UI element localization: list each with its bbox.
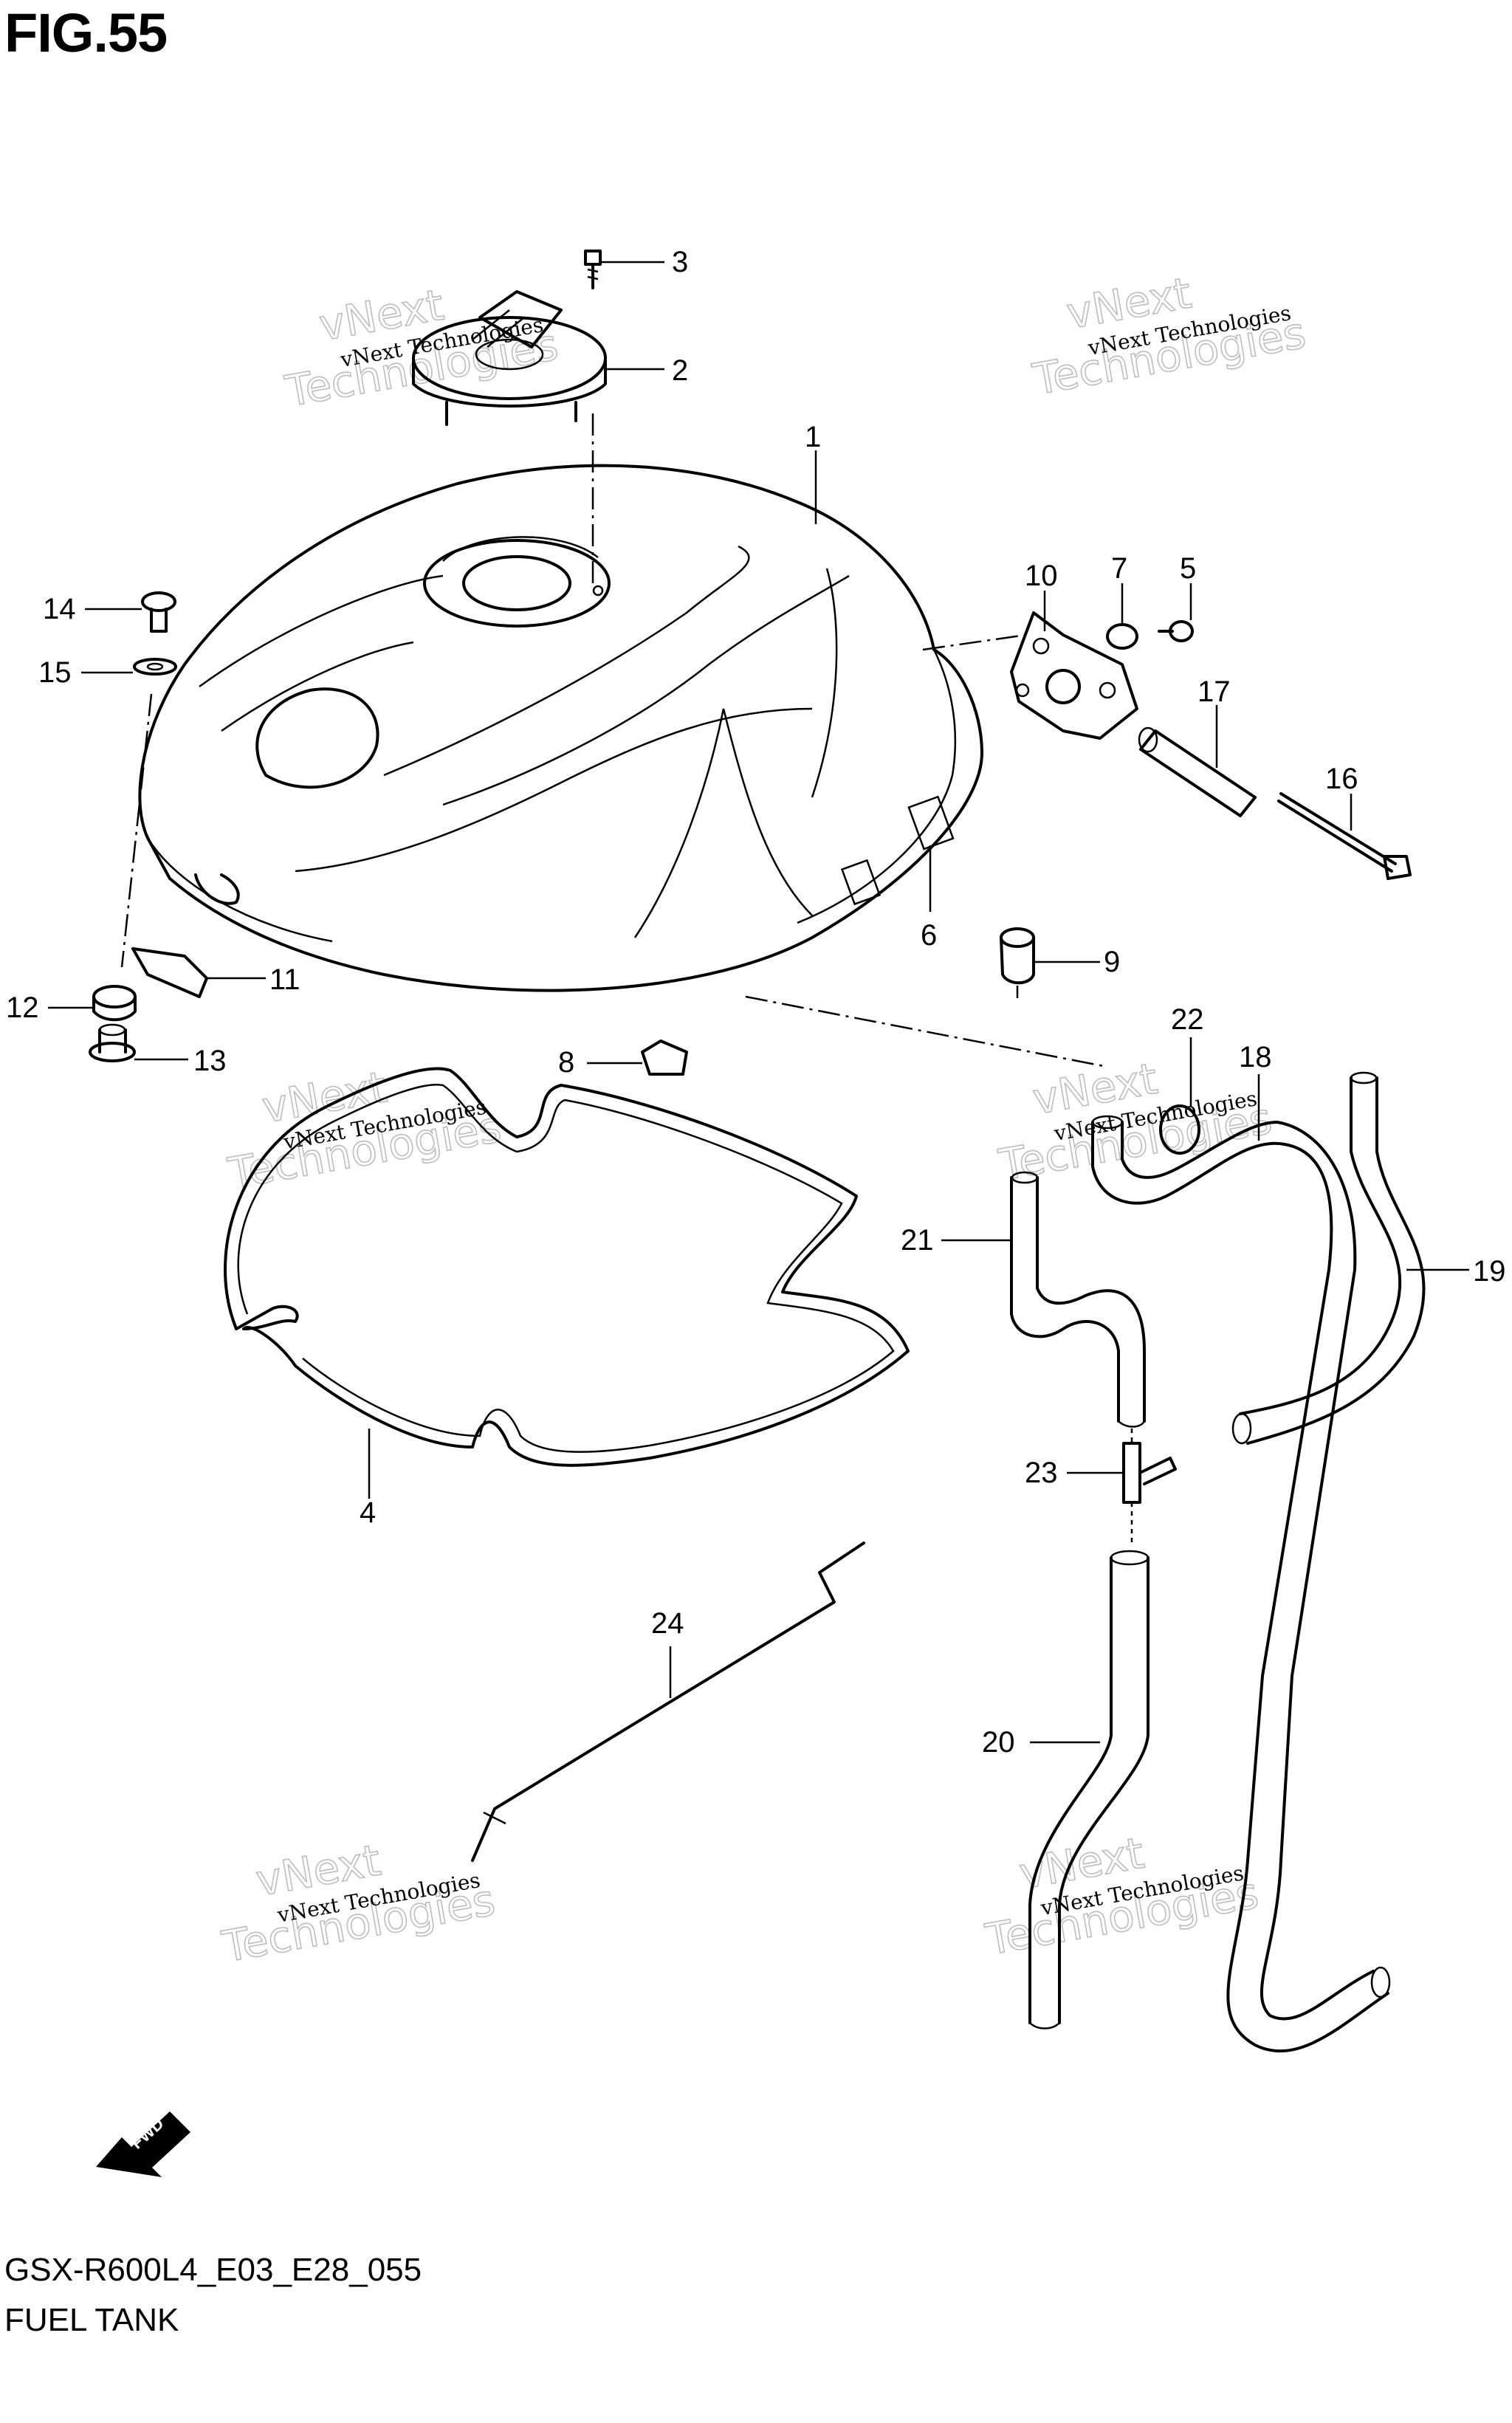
callout-9: 9 [1034,946,1120,978]
callouts: 1 2 3 4 5 6 7 8 9 10 11 12 13 14 15 [6,246,1506,1759]
callout-11: 11 [207,963,300,996]
callout-1: 1 [805,421,821,524]
callout-13: 13 [134,1045,227,1077]
callout-16: 16 [1325,763,1358,831]
svg-text:3: 3 [672,246,688,278]
bolt-part-3 [584,250,602,289]
svg-text:17: 17 [1197,676,1231,708]
svg-text:5: 5 [1180,552,1196,585]
callout-22: 22 [1171,1003,1204,1107]
hose-part-19 [1231,1071,1426,1445]
hose-part-20 [1028,1550,1150,2030]
svg-text:1: 1 [805,421,821,453]
callout-14: 14 [43,593,142,625]
svg-text:14: 14 [43,593,76,625]
washer-part-15 [133,658,177,676]
callout-2: 2 [605,354,688,387]
svg-text:10: 10 [1025,560,1058,592]
callout-6: 6 [921,845,937,952]
callout-17: 17 [1197,676,1231,768]
svg-text:21: 21 [901,1224,934,1257]
callout-4: 4 [360,1429,376,1529]
hose-part-22 [1159,1104,1200,1155]
cushion-part-8 [641,1039,688,1076]
callout-8: 8 [558,1046,642,1079]
diagram-name: FUEL TANK [4,2302,179,2338]
fuel-tank-part-1 [138,464,983,992]
watermark-5: vNext Technologies vNext Technologies [218,1835,499,1973]
watermark-6: vNext Technologies vNext Technologies [981,1827,1262,1965]
watermark-2: vNext Technologies vNext Technologies [1028,267,1310,405]
svg-text:8: 8 [558,1046,574,1079]
cushion-part-9 [1000,927,1035,998]
svg-text:16: 16 [1325,763,1358,795]
svg-text:4: 4 [360,1496,376,1529]
callout-5: 5 [1180,552,1196,620]
joint-part-23 [1122,1442,1177,1504]
svg-text:15: 15 [38,656,72,689]
collar-part-13 [89,1023,136,1062]
callout-20: 20 [982,1726,1100,1759]
callout-18: 18 [1239,1041,1272,1141]
bolt-part-16 [1277,792,1412,880]
fuel-cap-part-2 [412,290,607,426]
svg-text:2: 2 [672,354,688,387]
hose-part-21 [1010,1171,1146,1428]
callout-24: 24 [651,1607,684,1698]
svg-text:12: 12 [6,991,39,1024]
svg-text:19: 19 [1473,1255,1506,1288]
watermark-4: vNext Technologies vNext Technologies [994,1053,1276,1191]
callout-19: 19 [1406,1255,1506,1288]
svg-text:24: 24 [651,1607,684,1640]
bolt-part-5 [1158,620,1194,642]
svg-text:22: 22 [1171,1003,1204,1036]
collar-part-7 [1106,623,1138,650]
callout-7: 7 [1111,552,1127,624]
svg-text:9: 9 [1104,946,1120,978]
callout-23: 23 [1025,1457,1122,1489]
diagram-code: GSX-R600L4_E03_E28_055 [4,2252,422,2288]
svg-text:13: 13 [193,1045,227,1077]
svg-text:7: 7 [1111,552,1127,585]
cushion-part-12 [92,985,137,1022]
figure-title: FIG.55 [4,2,168,63]
watermark-3: vNext Technologies vNext Technologies [224,1061,505,1199]
callout-12: 12 [6,991,94,1024]
svg-text:18: 18 [1239,1041,1272,1073]
svg-text:20: 20 [982,1726,1015,1759]
bracket-part-10 [1010,611,1138,740]
callout-15: 15 [38,656,133,689]
pipe-part-17 [1138,726,1257,817]
callout-3: 3 [602,246,688,278]
callout-21: 21 [901,1224,1011,1257]
grommet-part-14 [141,591,176,633]
fwd-arrow-icon: FWD [96,2111,190,2177]
svg-text:11: 11 [269,963,300,996]
seal-part-4 [224,1067,910,1467]
rod-part-24 [471,1542,865,1862]
callout-10: 10 [1025,560,1058,631]
svg-text:6: 6 [921,919,937,952]
svg-text:23: 23 [1025,1457,1058,1489]
bracket-part-11 [131,947,208,998]
